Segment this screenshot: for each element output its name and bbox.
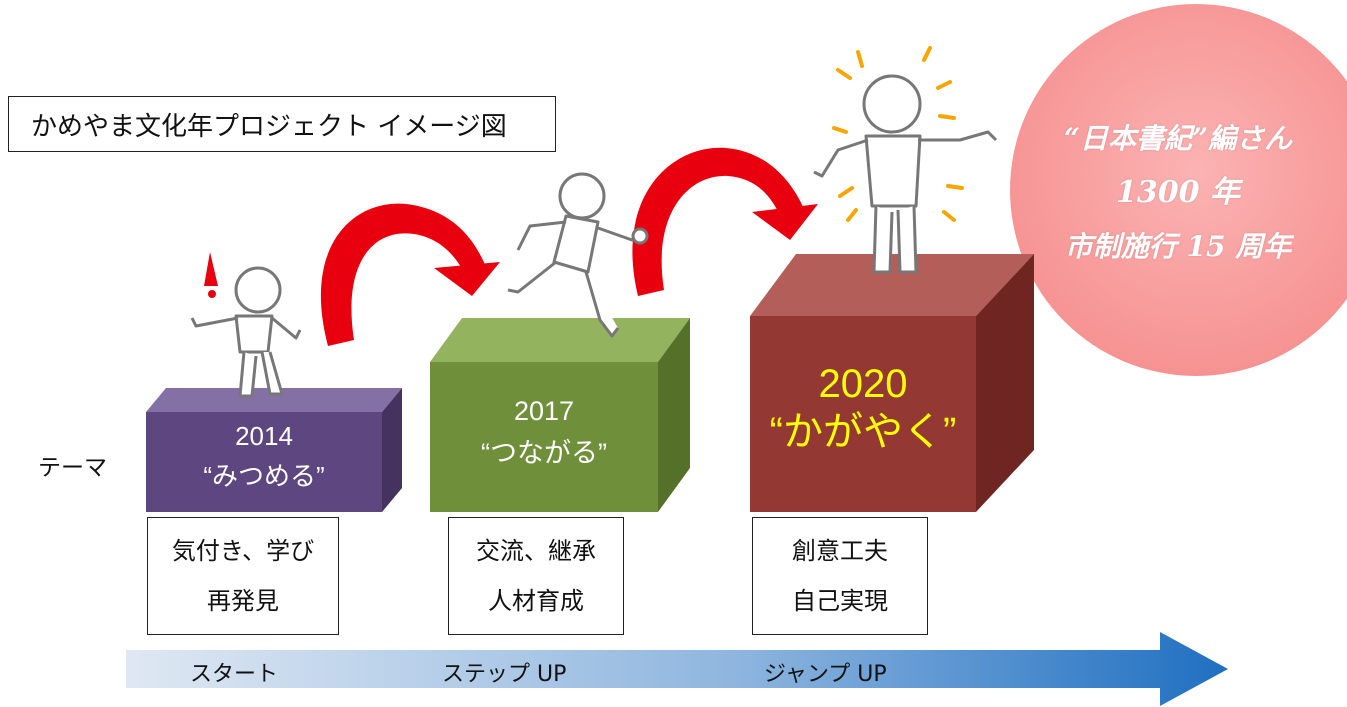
stage-desc-2014: 気付き、学び 再発見 <box>147 517 339 635</box>
diagram-title-text: かめやま文化年プロジェクト イメージ図 <box>31 111 507 142</box>
desc-line: 人材育成 <box>488 587 584 615</box>
stage-box-2017 <box>430 318 690 512</box>
timeline-label-jump-up: ジャンプ UP <box>764 662 887 687</box>
stage-box-2014 <box>146 388 402 512</box>
stage-year: 2017 <box>513 396 575 426</box>
diagram-title: かめやま文化年プロジェクト イメージ図 <box>8 96 556 152</box>
jump-arrow-1 <box>320 203 500 346</box>
anniversary-badge: “日本書紀”編さん 1300 年 市制施行 15 周年 <box>1010 112 1346 274</box>
figure-surprised <box>190 252 302 398</box>
desc-line: 気付き、学び <box>171 537 315 565</box>
stage-year: 2020 <box>818 362 908 406</box>
desc-line: 再発見 <box>207 587 279 615</box>
theme-label: テーマ <box>38 455 107 481</box>
timeline-label-step-up: ステップ UP <box>442 662 567 687</box>
jump-arrow-2 <box>632 147 818 296</box>
stage-text-2017: 2017 “つながる” <box>430 390 658 474</box>
stage-year: 2014 <box>235 421 293 451</box>
stage-box-2020 <box>750 254 1034 512</box>
stage-desc-2020: 創意工夫 自己実現 <box>752 517 928 635</box>
badge-line: “日本書紀”編さん <box>1063 122 1293 155</box>
stage-desc-2017: 交流、継承 人材育成 <box>448 517 624 635</box>
stage-theme: “みつめる” <box>203 461 325 491</box>
figure-running <box>507 172 649 338</box>
stage-text-2014: 2014 “みつめる” <box>146 416 382 496</box>
badge-line: 1300 年 <box>1116 175 1240 210</box>
badge-line: 市制施行 15 周年 <box>1064 230 1292 263</box>
stage-theme: “かがやく” <box>769 410 957 454</box>
desc-line: 創意工夫 <box>792 537 888 565</box>
stage-text-2020: 2020 “かがやく” <box>750 360 976 456</box>
sparkle-lines <box>832 46 964 222</box>
desc-line: 交流、継承 <box>476 537 596 565</box>
anniversary-badge-circle <box>1010 4 1347 376</box>
timeline-arrow <box>126 632 1228 706</box>
figure-standing <box>813 74 998 274</box>
stage-theme: “つながる” <box>481 438 607 468</box>
desc-line: 自己実現 <box>792 587 888 615</box>
timeline-label-start: スタート <box>190 662 279 687</box>
